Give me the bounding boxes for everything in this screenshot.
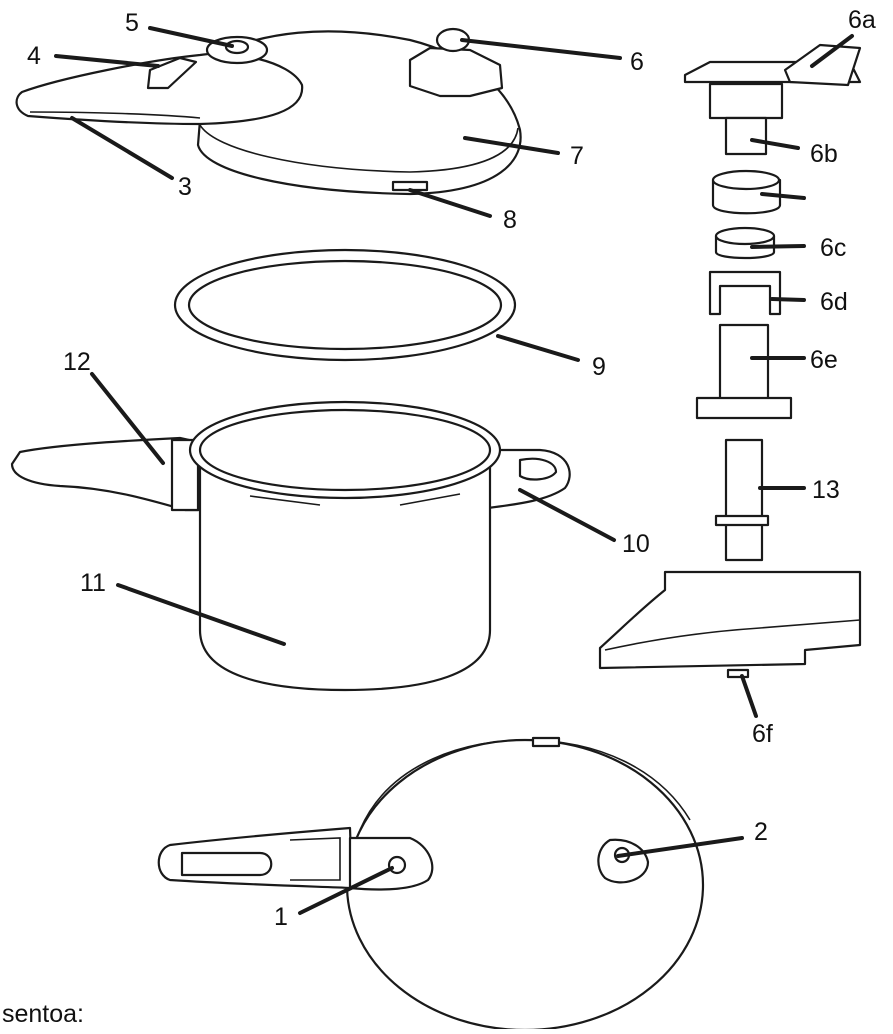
label-11: 11 — [80, 569, 106, 597]
label-6d: 6d — [820, 288, 848, 316]
gasket-ring — [173, 248, 517, 362]
label-9: 9 — [592, 353, 606, 381]
label-6f: 6f — [752, 720, 773, 748]
footer-text: sentoa: — [2, 1000, 84, 1028]
label-6: 6 — [630, 48, 644, 76]
label-6a: 6a — [848, 6, 876, 34]
label-6e: 6e — [810, 346, 838, 374]
valve-parts — [598, 43, 862, 679]
label-6b: 6b — [810, 140, 838, 168]
lid-underside — [157, 736, 705, 1032]
label-8: 8 — [503, 206, 517, 234]
label-2: 2 — [754, 818, 768, 846]
label-7: 7 — [570, 142, 584, 170]
label-4: 4 — [27, 42, 41, 70]
label-10: 10 — [622, 530, 650, 558]
callout-labels: 5 4 3 6 6a 6b 6c 6d 6e 13 6f 7 8 9 12 10… — [27, 6, 876, 931]
leader-lines — [54, 26, 854, 915]
label-12: 12 — [63, 348, 91, 376]
label-5: 5 — [125, 9, 139, 37]
label-1: 1 — [274, 903, 288, 931]
label-6c: 6c — [820, 234, 846, 262]
label-13: 13 — [812, 476, 840, 504]
lid-assembly — [15, 27, 522, 196]
pot-body — [10, 400, 571, 692]
label-3: 3 — [178, 173, 192, 201]
